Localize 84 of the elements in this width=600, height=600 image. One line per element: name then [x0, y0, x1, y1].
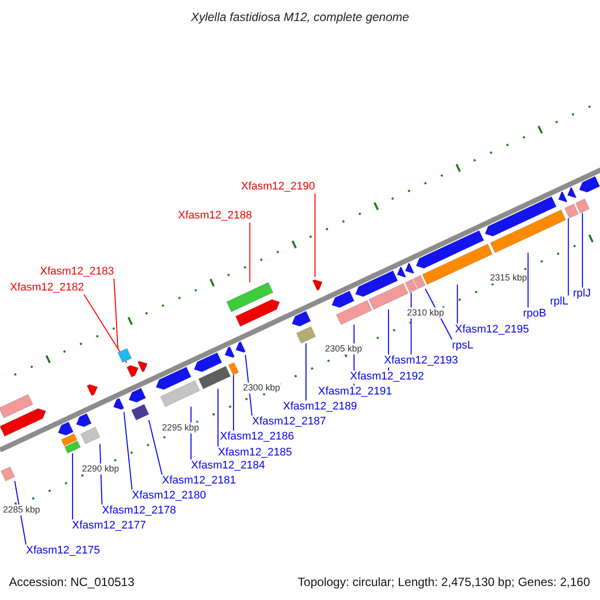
leader-line — [148, 420, 162, 475]
gene-feature — [312, 279, 322, 291]
gene-feature — [224, 346, 235, 358]
gene-feature — [236, 341, 246, 353]
gene-label: rpoB — [523, 308, 546, 320]
gene-feature — [564, 204, 579, 218]
leader-line — [233, 374, 234, 431]
gene-label: Xfasm12_2193 — [384, 354, 458, 368]
gene-label: Xfasm12_2190 — [241, 180, 315, 194]
gene-feature — [404, 278, 418, 293]
gene-feature — [0, 408, 46, 436]
scale-label: 2310 kbp — [407, 308, 444, 318]
genome-info-text: Topology: circular; Length: 2,475,130 bp; Genes: 2,160 — [298, 575, 590, 589]
gene-feature — [156, 366, 192, 390]
scale-label: 2295 kbp — [162, 422, 200, 434]
gene-feature — [490, 210, 566, 254]
gene-feature — [194, 352, 222, 372]
scale-label: 2290 kbp — [82, 464, 120, 474]
leader-line — [582, 212, 583, 288]
gene-feature — [126, 365, 138, 378]
leader-line — [314, 193, 316, 278]
gene-feature — [296, 326, 316, 344]
gene-label: rplL — [550, 296, 568, 308]
gene-feature — [413, 275, 426, 289]
gene-label: Xfasm12_2182 — [10, 282, 84, 294]
gene-feature — [575, 198, 590, 214]
gene-feature — [368, 283, 408, 310]
gene-feature — [128, 388, 146, 403]
gene-feature — [113, 398, 124, 410]
gene-feature — [58, 422, 74, 436]
leader-line — [456, 284, 458, 324]
gene-feature — [228, 362, 239, 376]
gene-label: Xfasm12_2188 — [178, 210, 252, 222]
leader-line — [568, 218, 569, 296]
gene-feature — [0, 466, 15, 482]
leader-line — [306, 342, 307, 401]
leader-line — [249, 222, 250, 283]
scale-label: 2315 kbp — [490, 272, 528, 284]
gene-label: Xfasm12_2180 — [132, 490, 206, 502]
gene-label: rplJ — [573, 288, 591, 300]
gene-label: Xfasm12_2177 — [72, 520, 146, 532]
gene-feature — [405, 262, 414, 274]
scale-label: 2305 kbp — [325, 344, 362, 354]
gene-label: Xfasm12_2191 — [318, 386, 392, 398]
gene-label: Xfasm12_2178 — [102, 504, 176, 518]
gene-label: Xfasm12_2175 — [26, 544, 100, 558]
gene-feature — [396, 266, 406, 278]
gene-label: Xfasm12_2184 — [191, 460, 265, 472]
gene-feature — [416, 230, 484, 269]
gene-label: Xfasm12_2189 — [283, 400, 357, 414]
scale-label: 2285 kbp — [3, 504, 40, 516]
gene-label: Xfasm12_2183 — [40, 266, 114, 278]
gene-feature — [567, 187, 576, 198]
gene-feature — [484, 196, 556, 236]
leader-line — [84, 294, 128, 364]
gene-feature — [355, 270, 398, 297]
gene-label: Xfasm12_2181 — [162, 474, 236, 488]
gene-label: Xfasm12_2192 — [350, 370, 424, 384]
gene-label: Xfasm12_2186 — [220, 430, 294, 444]
leader-line — [114, 278, 118, 349]
leader-line — [72, 452, 74, 520]
gene-feature — [235, 299, 280, 327]
gene-label: Xfasm12_2185 — [218, 446, 292, 460]
gene-feature — [579, 176, 600, 192]
gene-feature — [131, 404, 150, 420]
title: Xylella fastidiosa M12, complete genome — [190, 10, 410, 24]
accession-text: Accession: NC_010513 — [9, 575, 134, 589]
gene-feature — [198, 366, 231, 390]
gene-feature — [332, 290, 354, 308]
gene-label: Xfasm12_2187 — [252, 416, 326, 428]
gene-feature — [61, 433, 78, 446]
gene-feature — [118, 348, 132, 363]
gene-label: Xfasm12_2195 — [455, 324, 529, 336]
gene-feature — [80, 426, 100, 444]
leader-line — [123, 412, 132, 490]
gene-feature — [86, 384, 98, 396]
gene-feature — [76, 413, 92, 428]
gene-feature — [137, 360, 148, 372]
gene-feature — [558, 191, 568, 202]
leader-line — [528, 252, 529, 308]
gene-label: rpsL — [452, 340, 474, 352]
scale-label: 2300 kbp — [243, 382, 280, 394]
gene-feature — [292, 310, 311, 326]
gene-feature — [64, 440, 81, 454]
